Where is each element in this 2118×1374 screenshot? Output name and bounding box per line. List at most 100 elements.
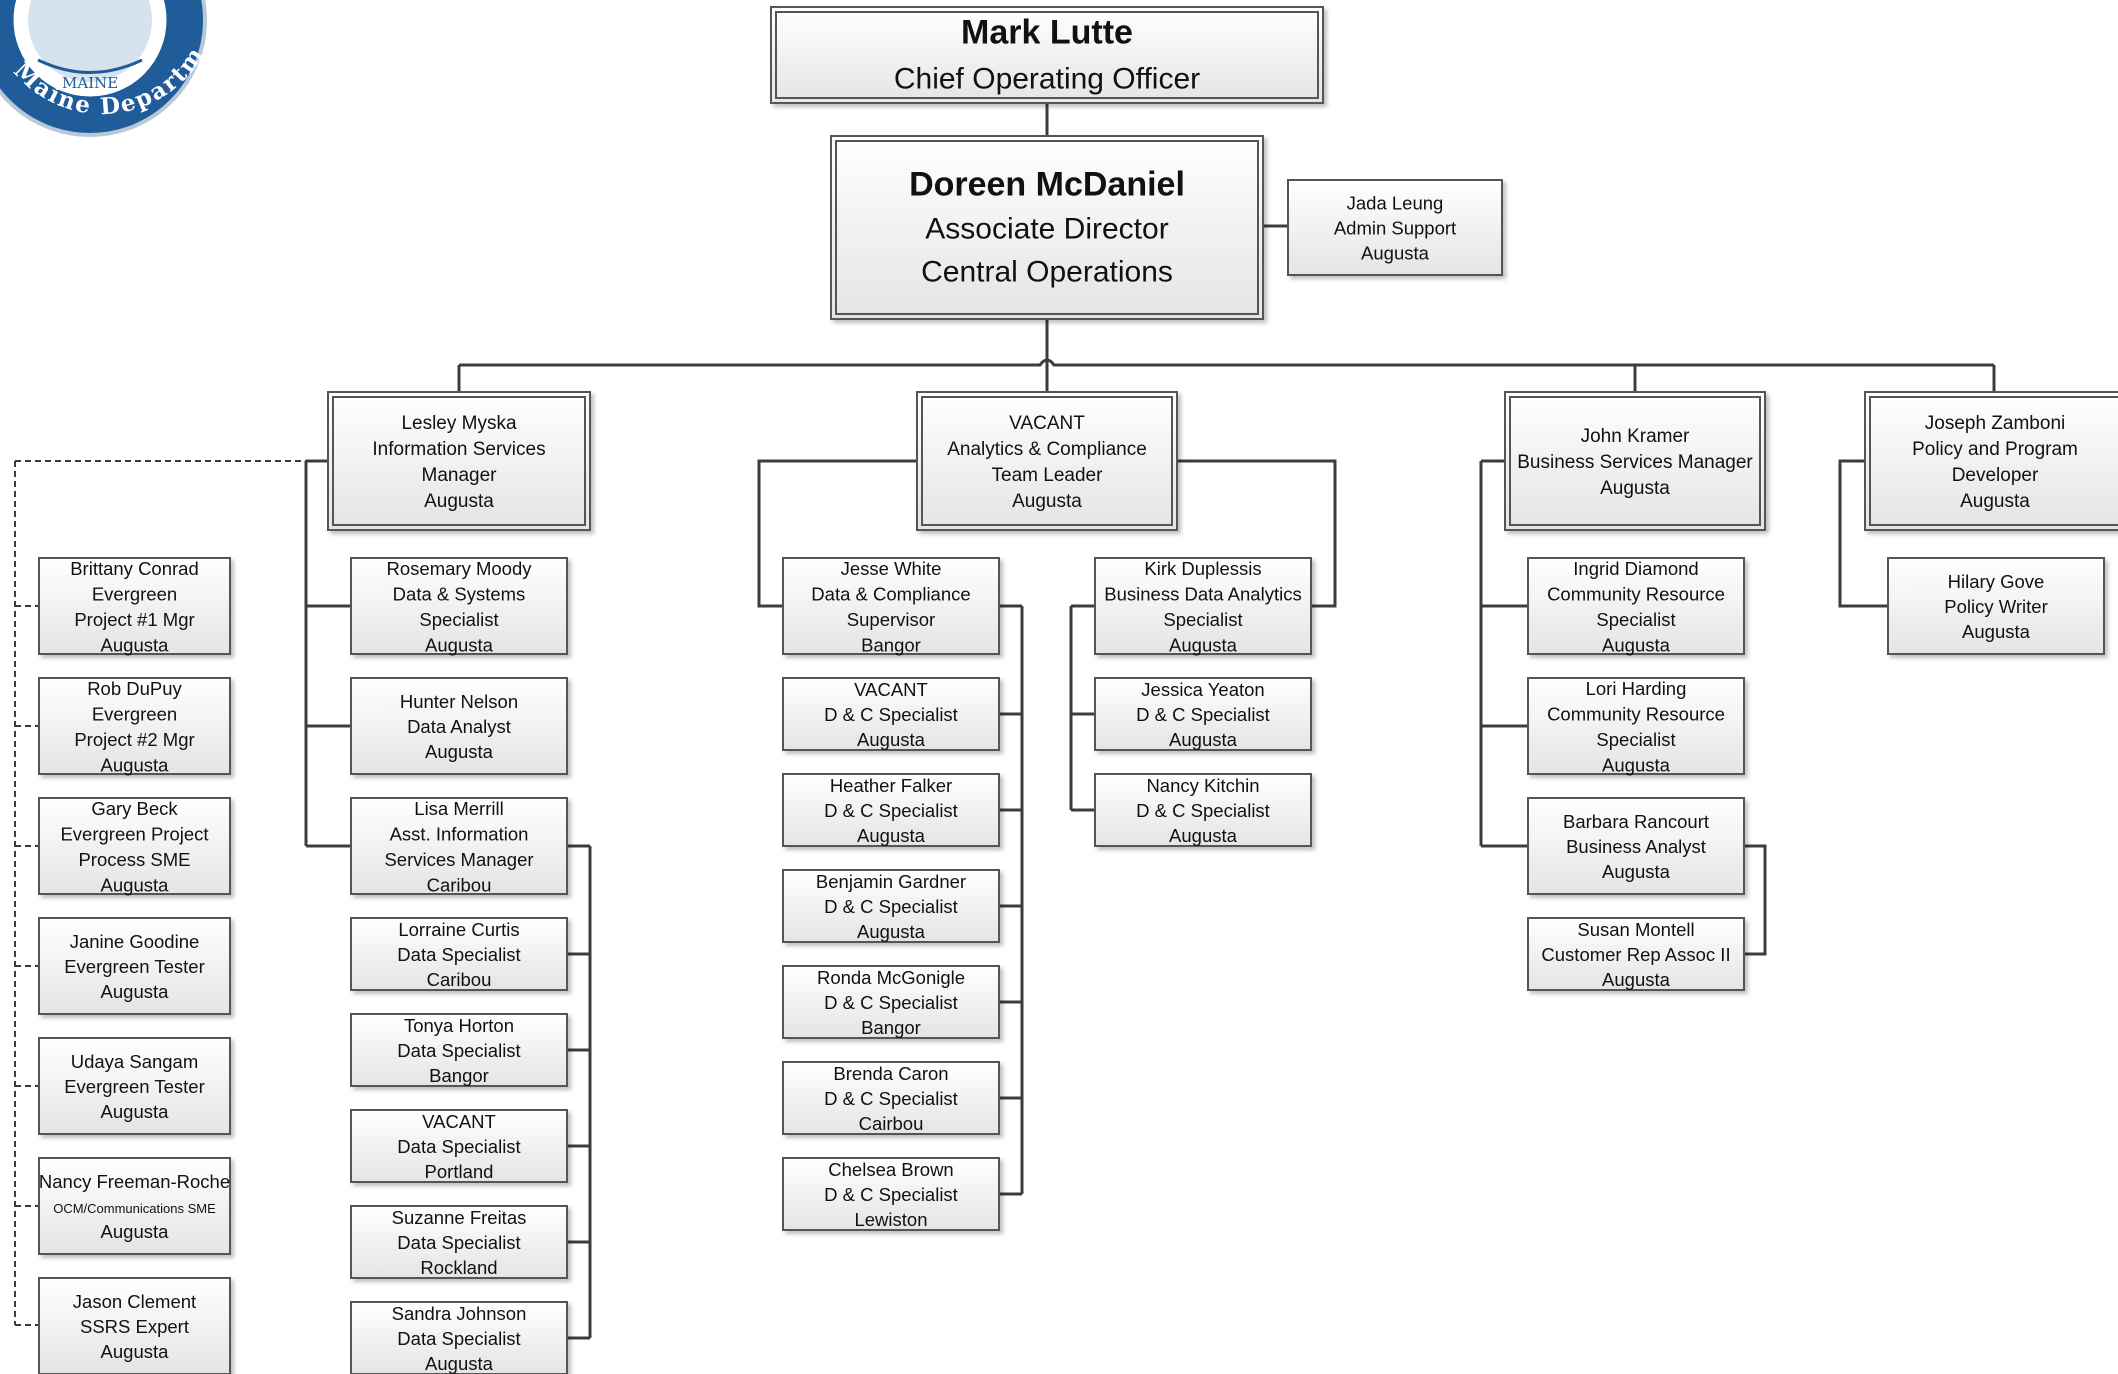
node-detail: Augusta: [425, 634, 494, 655]
node-inner-border: [921, 396, 1173, 526]
node-box: [38, 917, 231, 1015]
node-detail: Process SME: [78, 849, 190, 870]
node-name: VACANT: [854, 679, 928, 700]
node-detail: Data Specialist: [397, 1232, 520, 1253]
node-box: [350, 1301, 568, 1374]
node-box: [1094, 677, 1312, 751]
node-box: [782, 557, 1000, 655]
node-detail: Augusta: [857, 825, 926, 846]
node-detail: Augusta: [1600, 478, 1670, 499]
node-box: [1887, 557, 2105, 655]
node-detail: Augusta: [101, 1101, 170, 1122]
node-detail: Information Services: [372, 439, 545, 460]
node-name: Rob DuPuy: [87, 678, 182, 699]
node-detail: Evergreen Tester: [64, 1076, 205, 1097]
node-box: [782, 773, 1000, 847]
node-detail: Augusta: [1012, 491, 1082, 512]
node-detail: SSRS Expert: [80, 1316, 189, 1337]
node-inner-border: [835, 140, 1259, 315]
node-detail: Augusta: [1602, 861, 1671, 882]
node-detail: Augusta: [425, 1353, 494, 1374]
node-detail: Data Specialist: [397, 1040, 520, 1061]
node-detail: Augusta: [425, 741, 494, 762]
node-name: Kirk Duplessis: [1144, 558, 1261, 579]
node-detail: Caribou: [427, 874, 492, 895]
node-detail: Bangor: [861, 1017, 921, 1038]
node-detail: Project #1 Mgr: [74, 609, 194, 630]
node-detail: Data Specialist: [397, 1328, 520, 1349]
node-detail: Augusta: [1169, 729, 1238, 750]
node-detail: D & C Specialist: [824, 704, 958, 725]
node-box: [770, 6, 1324, 104]
node-detail: D & C Specialist: [824, 1184, 958, 1205]
node-detail: Specialist: [1596, 729, 1675, 750]
node-name: Benjamin Gardner: [816, 871, 966, 892]
node-detail: Augusta: [1960, 491, 2030, 512]
node-detail: Cairbou: [859, 1113, 924, 1134]
seal-logo: MAINE Maine Department of Health and Hum…: [0, 0, 208, 137]
node-inner-border: [1869, 396, 2118, 526]
node-detail: Services Manager: [384, 849, 533, 870]
node-detail: Policy and Program: [1912, 439, 2078, 460]
node-name: Chelsea Brown: [828, 1159, 953, 1180]
node-box: [38, 677, 231, 775]
node-box: [327, 391, 591, 531]
node-detail: Augusta: [1169, 634, 1238, 655]
node-detail: D & C Specialist: [824, 800, 958, 821]
node-box: [350, 1013, 568, 1087]
node-box: [38, 1157, 231, 1255]
node-detail: Admin Support: [1334, 218, 1456, 239]
node-name: Hilary Gove: [1948, 571, 2045, 592]
node-detail: Portland: [425, 1161, 494, 1182]
node-detail: Augusta: [1602, 634, 1671, 655]
node-box: [782, 1157, 1000, 1231]
node-detail: Data & Systems: [393, 583, 526, 604]
node-box: [1864, 391, 2118, 531]
node-detail: Augusta: [424, 491, 494, 512]
node-box: [1287, 179, 1503, 276]
node-name: Ronda McGonigle: [817, 967, 965, 988]
node-name: Mark Lutte: [961, 14, 1133, 52]
node-detail: Manager: [422, 465, 498, 486]
node-detail: Data Specialist: [397, 1136, 520, 1157]
node-box: [1527, 917, 1745, 991]
node-name: Jada Leung: [1347, 193, 1444, 214]
node-name: Lorraine Curtis: [398, 919, 519, 940]
node-detail: Augusta: [101, 1221, 170, 1242]
node-detail: Specialist: [1163, 609, 1242, 630]
node-detail: Community Resource: [1547, 583, 1725, 604]
node-detail: Bangor: [861, 634, 921, 655]
node-detail: Supervisor: [847, 609, 935, 630]
node-box: [350, 1109, 568, 1183]
node-name: Joseph Zamboni: [1925, 413, 2065, 434]
node-detail: Augusta: [1602, 969, 1671, 990]
node-detail: Business Services Manager: [1517, 452, 1753, 473]
node-detail: Data Analyst: [407, 716, 511, 737]
node-detail: Specialist: [1596, 609, 1675, 630]
node-box: [350, 1205, 568, 1279]
node-name: Tonya Horton: [404, 1015, 514, 1036]
node-detail: D & C Specialist: [1136, 704, 1270, 725]
node-box: [916, 391, 1178, 531]
